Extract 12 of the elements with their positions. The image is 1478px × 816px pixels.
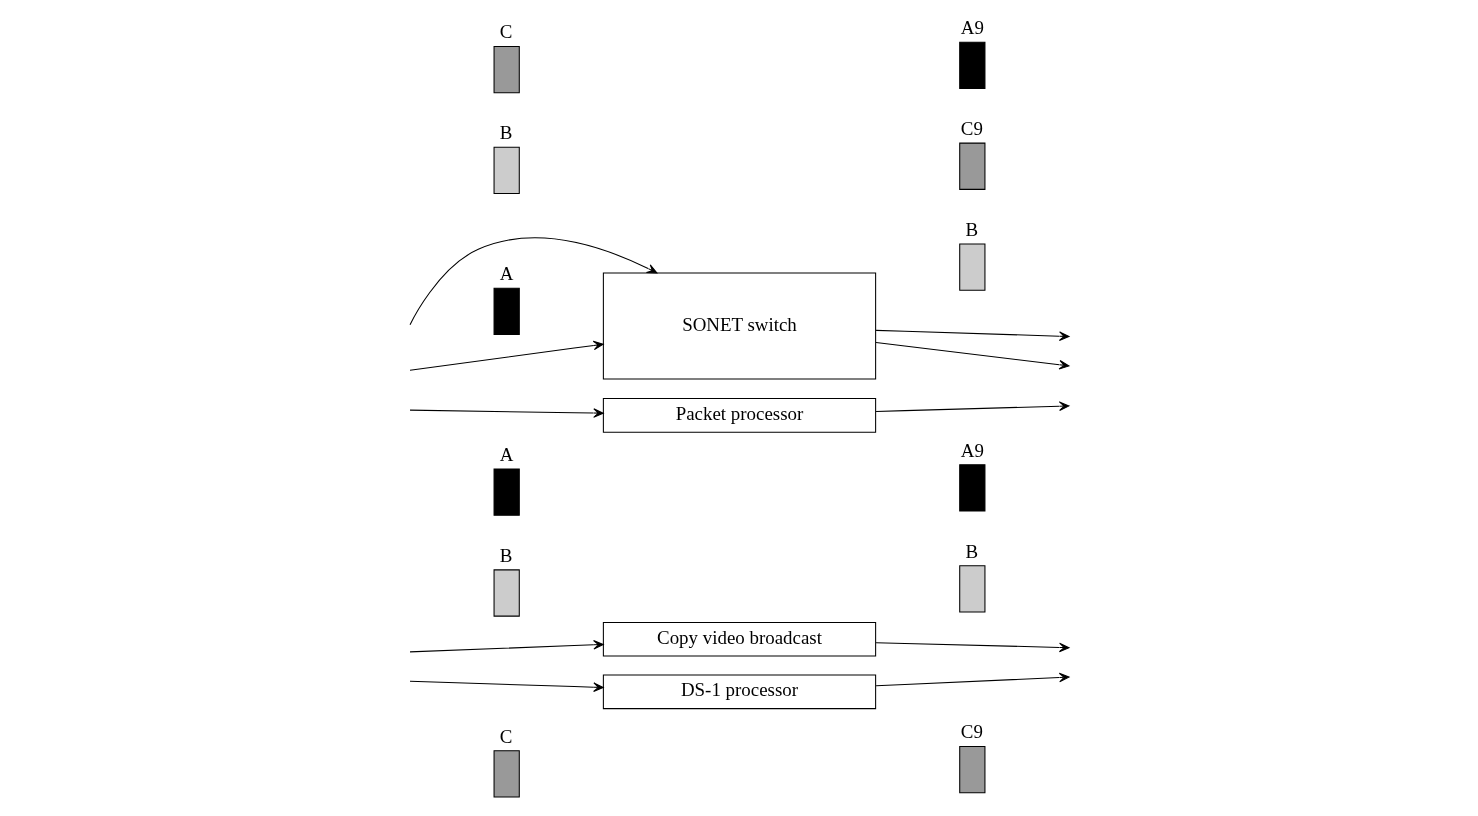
node-label: B: [499, 544, 512, 566]
node-label: A: [499, 263, 513, 285]
node-label: C: [499, 21, 512, 43]
node-label: C9: [960, 721, 983, 743]
node-label: A: [499, 443, 513, 465]
node-label: C9: [960, 118, 983, 140]
node-label: A9: [960, 17, 984, 39]
node-label: A9: [960, 439, 984, 461]
node-label: C: [499, 725, 512, 747]
node-label: B: [965, 540, 978, 562]
node-label: B: [965, 219, 978, 241]
node-label: B: [499, 122, 512, 144]
